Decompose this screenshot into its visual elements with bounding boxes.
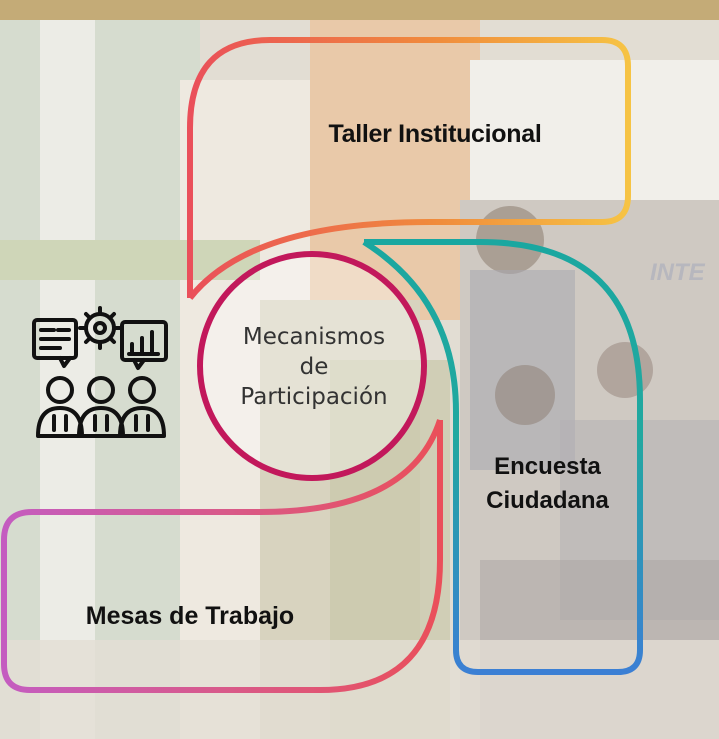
label-encuesta-line1: Encuesta bbox=[494, 453, 601, 480]
label-encuesta-ciudadana: Encuesta Ciudadana bbox=[460, 450, 635, 518]
background-watermark: INTE bbox=[650, 259, 706, 286]
label-encuesta-line2: Ciudadana bbox=[486, 487, 609, 514]
mesas-loop bbox=[1, 419, 443, 693]
center-title-line1: Mecanismos bbox=[242, 324, 386, 350]
label-mesas-de-trabajo: Mesas de Trabajo bbox=[85, 602, 295, 630]
center-circle bbox=[197, 251, 427, 481]
center-title: Mecanismos de Participación bbox=[205, 322, 423, 412]
center-title-line2: de bbox=[299, 354, 329, 380]
team-meeting-icon bbox=[32, 306, 168, 438]
encuesta-loop bbox=[362, 239, 643, 675]
label-taller-institucional: Taller Institucional bbox=[328, 120, 542, 148]
taller-loop bbox=[187, 37, 631, 300]
center-title-line3: Participación bbox=[240, 384, 388, 410]
